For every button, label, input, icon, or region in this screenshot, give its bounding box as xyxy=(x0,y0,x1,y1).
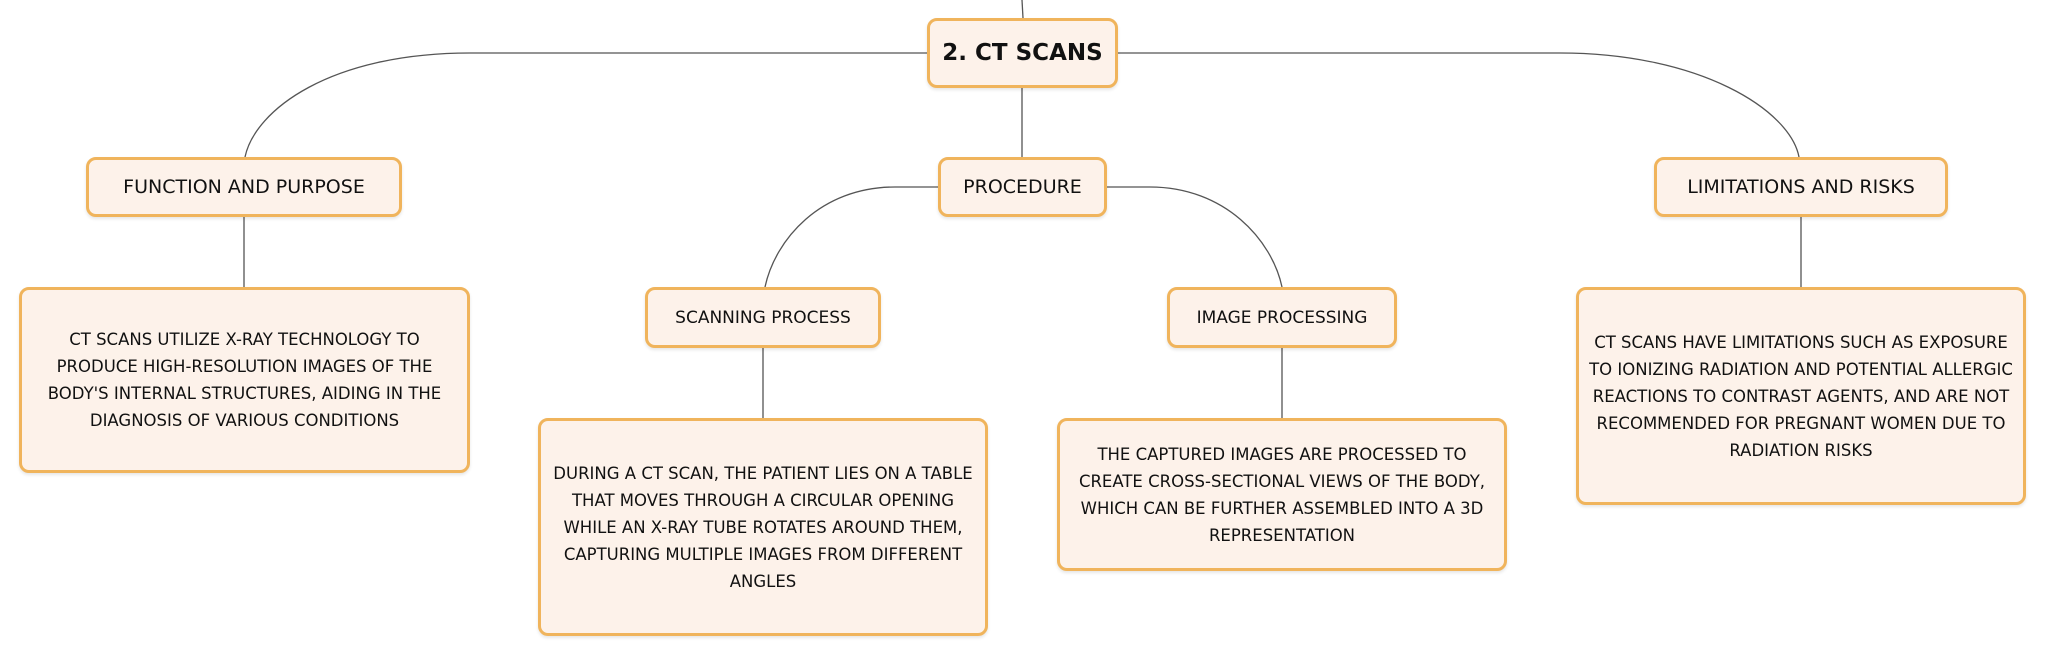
subtopic-node-image-processing[interactable]: IMAGE PROCESSING xyxy=(1167,287,1397,348)
subtopic-node-scanning-process[interactable]: SCANNING PROCESS xyxy=(645,287,881,348)
root-node-ct-scans[interactable]: 2. CT SCANS xyxy=(927,18,1118,88)
connector-root-function xyxy=(244,52,927,158)
detail-text: THE CAPTURED IMAGES ARE PROCESSED TO CRE… xyxy=(1078,444,1486,545)
detail-node-limitations[interactable]: CT SCANS HAVE LIMITATIONS SUCH AS EXPOSU… xyxy=(1576,287,2026,505)
topic-node-label: LIMITATIONS AND RISKS xyxy=(1687,176,1915,198)
topic-node-label: FUNCTION AND PURPOSE xyxy=(123,176,365,198)
detail-node-function[interactable]: CT SCANS UTILIZE X-RAY TECHNOLOGY TO PRO… xyxy=(19,287,470,473)
subtopic-node-label: IMAGE PROCESSING xyxy=(1196,307,1368,328)
topic-node-function-and-purpose[interactable]: FUNCTION AND PURPOSE xyxy=(86,157,402,217)
detail-text: CT SCANS UTILIZE X-RAY TECHNOLOGY TO PRO… xyxy=(47,330,442,430)
detail-text: DURING A CT SCAN, THE PATIENT LIES ON A … xyxy=(553,463,973,591)
detail-node-image-processing[interactable]: THE CAPTURED IMAGES ARE PROCESSED TO CRE… xyxy=(1057,418,1507,571)
connector-procedure-scanning xyxy=(764,186,938,288)
topic-node-label: PROCEDURE xyxy=(963,176,1082,198)
topic-node-limitations-and-risks[interactable]: LIMITATIONS AND RISKS xyxy=(1654,157,1948,217)
detail-node-scanning-process[interactable]: DURING A CT SCAN, THE PATIENT LIES ON A … xyxy=(538,418,988,636)
connector-root-limitations xyxy=(1118,52,1800,158)
root-node-label: 2. CT SCANS xyxy=(942,40,1103,66)
detail-text: CT SCANS HAVE LIMITATIONS SUCH AS EXPOSU… xyxy=(1589,332,2013,460)
topic-node-procedure[interactable]: PROCEDURE xyxy=(938,157,1107,217)
connector-root-parent xyxy=(1021,0,1024,19)
subtopic-node-label: SCANNING PROCESS xyxy=(675,307,851,328)
connector-procedure-imaging xyxy=(1107,186,1283,288)
